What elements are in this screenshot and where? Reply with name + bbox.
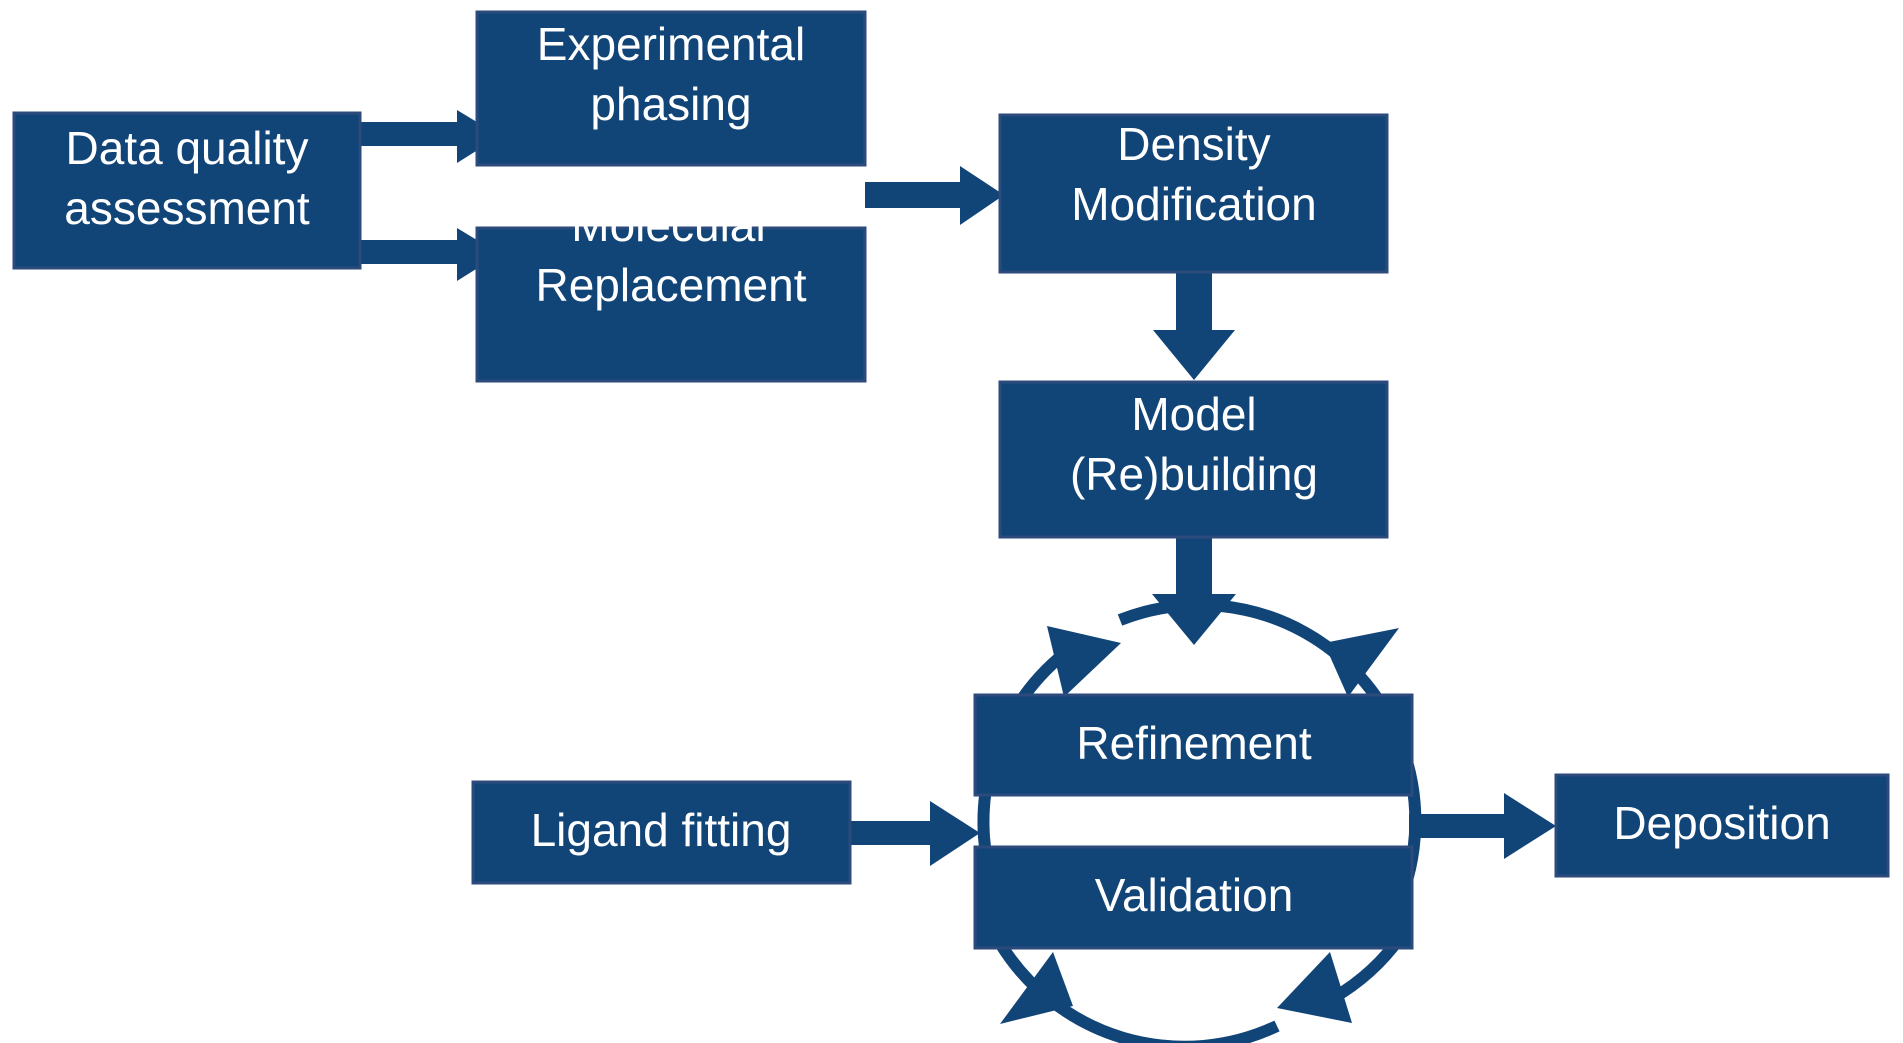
arrow-ligand-fitting-to-cycle xyxy=(850,801,980,866)
arrow-data-quality-to-experimental-phasing xyxy=(360,110,500,163)
node-data-quality-assessment[interactable]: Data quality assessment xyxy=(12,111,362,270)
refinement-validation-cycle-icon xyxy=(977,598,1422,1043)
node-experimental-phasing[interactable]: Experimental phasing xyxy=(475,10,867,167)
node-validation[interactable]: Validation xyxy=(973,845,1414,950)
node-label-line1: Refinement xyxy=(1076,717,1311,769)
arrow-model-rebuilding-to-cycle xyxy=(1152,537,1236,645)
arrow-density-modification-to-model-rebuilding xyxy=(1153,272,1235,380)
node-refinement[interactable]: Refinement xyxy=(973,693,1414,797)
arrow-phasing-to-density-modification xyxy=(865,166,1004,225)
node-label-line1: Density xyxy=(1117,118,1270,170)
arrow-cycle-to-deposition xyxy=(1409,793,1556,859)
node-label-line1: Validation xyxy=(1095,869,1294,921)
node-density-modification[interactable]: Density Modification xyxy=(998,113,1389,274)
node-label-line2: (Re)building xyxy=(1070,448,1318,500)
node-label-line2: phasing xyxy=(590,78,751,130)
node-label-line2: Replacement xyxy=(535,259,806,311)
node-label-line1: Ligand fitting xyxy=(531,804,792,856)
node-label-line2: Modification xyxy=(1071,178,1316,230)
arrow-data-quality-to-molecular-replacement xyxy=(360,228,500,281)
node-ligand-fitting[interactable]: Ligand fitting xyxy=(471,780,852,885)
node-label-line2: assessment xyxy=(64,182,310,234)
node-label-line1: Molecular xyxy=(571,199,770,251)
node-model-rebuilding[interactable]: Model (Re)building xyxy=(998,380,1389,539)
node-molecular-replacement[interactable]: Molecular Replacement xyxy=(475,199,867,383)
node-label-line1: Model xyxy=(1131,388,1256,440)
node-label-line1: Data quality xyxy=(66,122,309,174)
node-deposition[interactable]: Deposition xyxy=(1554,773,1890,878)
node-label-line1: Deposition xyxy=(1613,797,1830,849)
node-label-line1: Experimental xyxy=(537,18,805,70)
